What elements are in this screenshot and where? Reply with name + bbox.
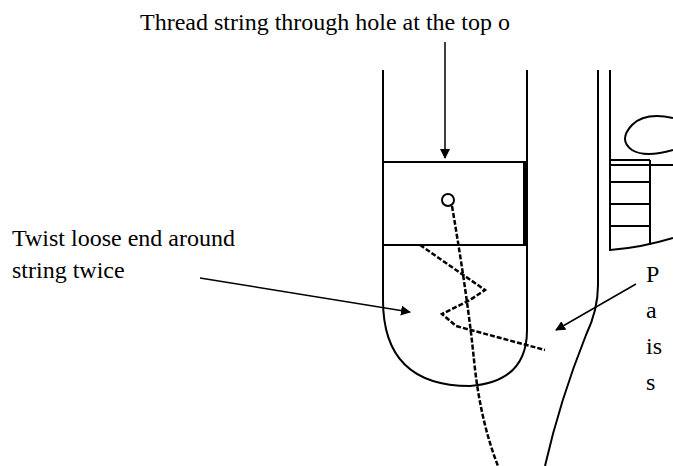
instruction-label: Thread string through hole at the top o: [140, 6, 670, 38]
callout-label: P a is s: [646, 256, 670, 400]
leader-arrows: [200, 42, 636, 330]
string: [420, 206, 545, 466]
right-piece: [545, 70, 673, 466]
callout-label: Twist loose end around string twice: [12, 222, 272, 286]
